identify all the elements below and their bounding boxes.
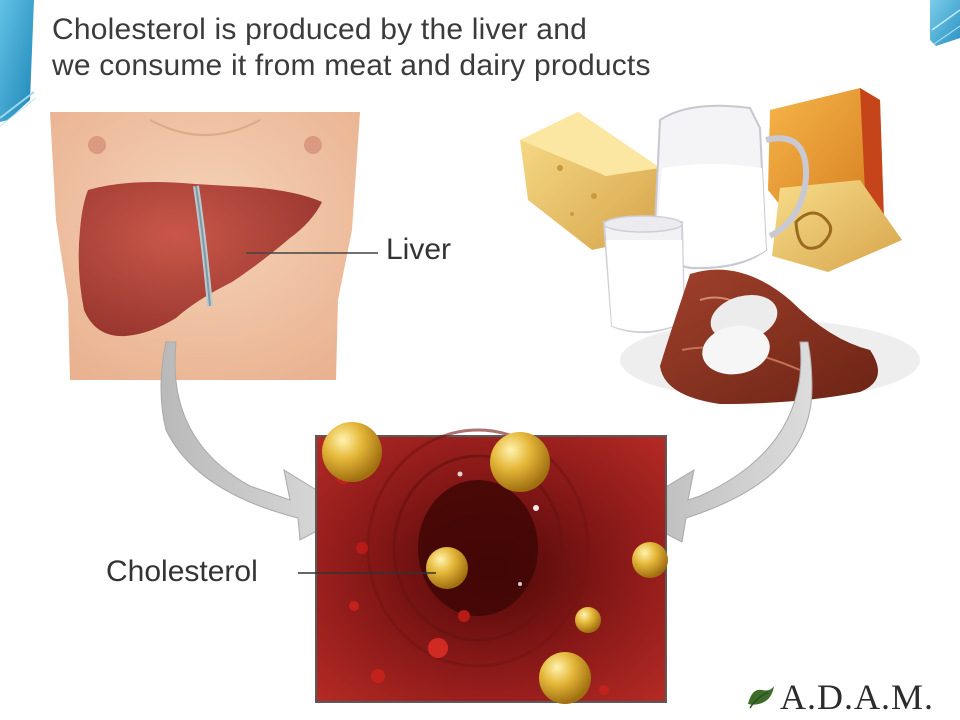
left-frame-decoration xyxy=(0,0,36,127)
food-illustration xyxy=(520,88,920,404)
liver-illustration xyxy=(78,182,323,337)
right-frame-decoration xyxy=(930,0,960,46)
liver-to-artery-arrow xyxy=(160,341,353,541)
logo-text: A.D.A.M. xyxy=(780,677,935,717)
cholesterol-label: Cholesterol xyxy=(106,555,258,588)
food-to-artery-arrow xyxy=(622,341,813,543)
slide-title: Cholesterol is produced by the liver and… xyxy=(52,12,912,84)
leaf-icon xyxy=(748,686,774,709)
title-line-1: Cholesterol is produced by the liver and xyxy=(52,13,587,46)
liver-label: Liver xyxy=(386,233,452,266)
artery-illustration xyxy=(315,422,668,704)
title-line-2: we consume it from meat and dairy produc… xyxy=(52,49,651,82)
